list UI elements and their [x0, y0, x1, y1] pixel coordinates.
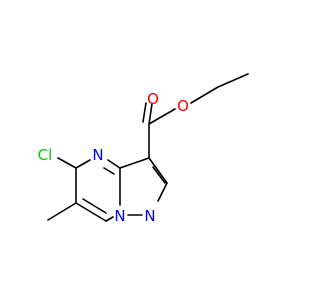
- bond-ch3-ch2: [217, 73, 249, 88]
- bond-c2-n1: [157, 182, 168, 202]
- atom-labels: O O Cl N N N: [38, 90, 189, 225]
- bond-c6-methyl: [47, 202, 77, 221]
- bond-c7-n7a: [105, 216, 114, 222]
- bond-c3a-n4-a: [107, 159, 121, 169]
- atom-label-chlorine: Cl: [38, 146, 53, 164]
- bond-oester-carbonylc: [148, 108, 176, 125]
- bond-carbonyl-double-b: [142, 102, 147, 123]
- structure-canvas: O O Cl N N N: [37, 73, 249, 225]
- bond-n4-c5: [75, 159, 91, 169]
- bond-carbonyl-double-a: [148, 103, 153, 125]
- atom-label-oxygen-ester: O: [177, 97, 189, 115]
- atom-label-nitrogen-pyrazole: N: [144, 207, 155, 225]
- bond-c3a-n4-b: [103, 167, 115, 175]
- atom-label-nitrogen-bridge: N: [114, 207, 125, 225]
- molecule-diagram: O O Cl N N N: [38, 73, 249, 225]
- bond-c5-cl: [57, 157, 77, 169]
- bond-ch2-oester: [190, 86, 219, 104]
- bond-c3-c3a: [119, 157, 150, 169]
- bond-c6-c7-b: [82, 198, 107, 214]
- bond-c3-c2-b: [152, 166, 166, 184]
- bond-c6-c7-a: [75, 202, 107, 222]
- bonds: [47, 73, 249, 222]
- bond-c3-c2-a: [148, 157, 168, 184]
- atom-label-nitrogen-ring-top: N: [92, 146, 103, 164]
- atom-label-oxygen-carbonyl: O: [147, 90, 159, 108]
